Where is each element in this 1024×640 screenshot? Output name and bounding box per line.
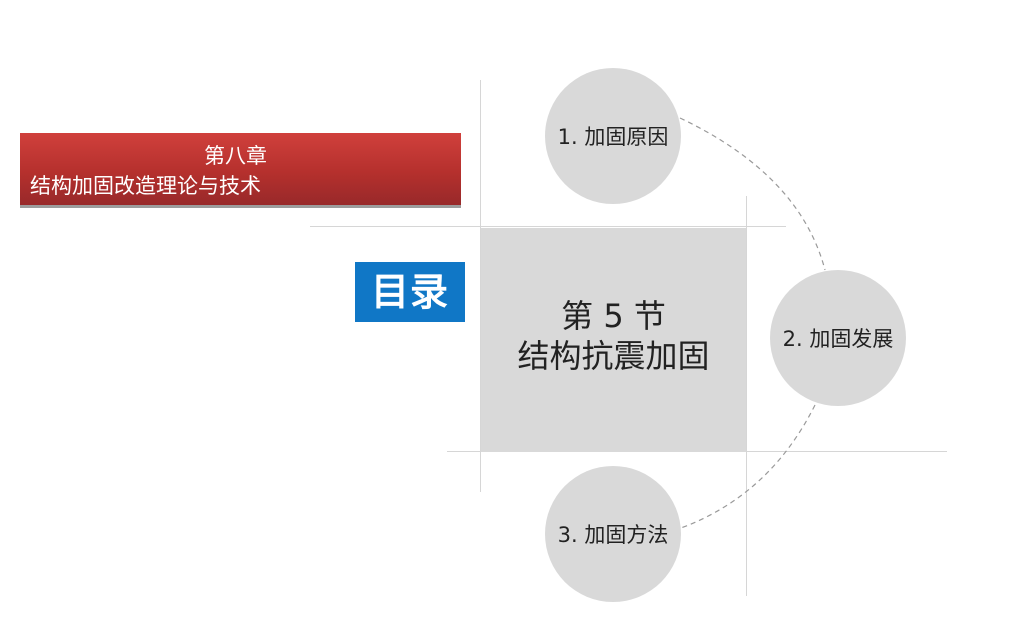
chapter-title: 第八章 [204, 144, 267, 168]
chapter-banner: 第八章 结构加固改造理论与技术 [20, 133, 461, 205]
topic-circle-1[interactable]: 1. 加固原因 [545, 68, 681, 204]
guide-line-left-vertical [480, 80, 481, 492]
topic-circle-3[interactable]: 3. 加固方法 [545, 466, 681, 602]
chapter-subtitle: 结构加固改造理论与技术 [30, 174, 261, 198]
guide-line-right-vertical [746, 196, 747, 596]
toc-badge: 目录 [355, 262, 465, 322]
section-box[interactable]: 第 5 节 结构抗震加固 [481, 228, 746, 452]
topic-label-3: 3. 加固方法 [557, 523, 669, 547]
topic-circle-2[interactable]: 2. 加固发展 [770, 270, 906, 406]
section-number: 第 5 节 [561, 297, 666, 335]
topic-label-2: 2. 加固发展 [782, 327, 894, 351]
topic-label-1: 1. 加固原因 [557, 125, 669, 149]
guide-line-top-horizontal [310, 226, 786, 227]
section-title: 结构抗震加固 [517, 337, 710, 375]
